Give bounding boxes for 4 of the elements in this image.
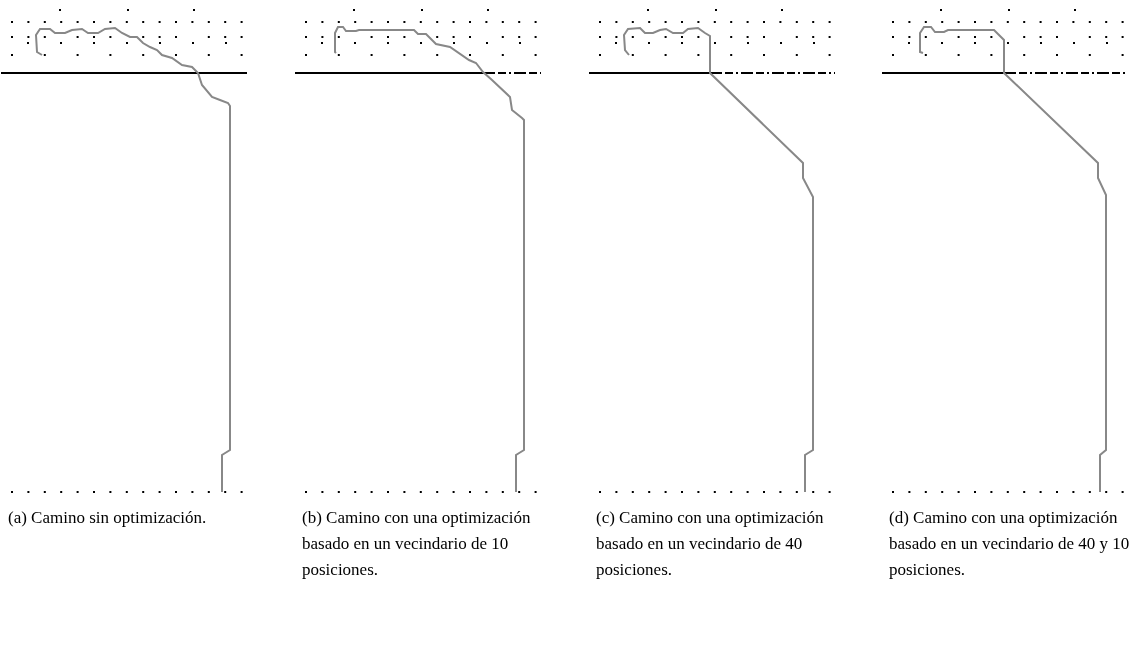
caption: (b) Camino con una optimización basado en un vecindario de 10 posiciones. <box>302 507 532 581</box>
caption: (a) Camino sin optimización. <box>8 507 208 529</box>
caption: (d) Camino con una optimización basado en un vecindario de 40 y 10 posiciones. <box>889 507 1131 581</box>
caption: (c) Camino con una optimización basado en un vecindario de 40 posiciones. <box>596 507 825 581</box>
